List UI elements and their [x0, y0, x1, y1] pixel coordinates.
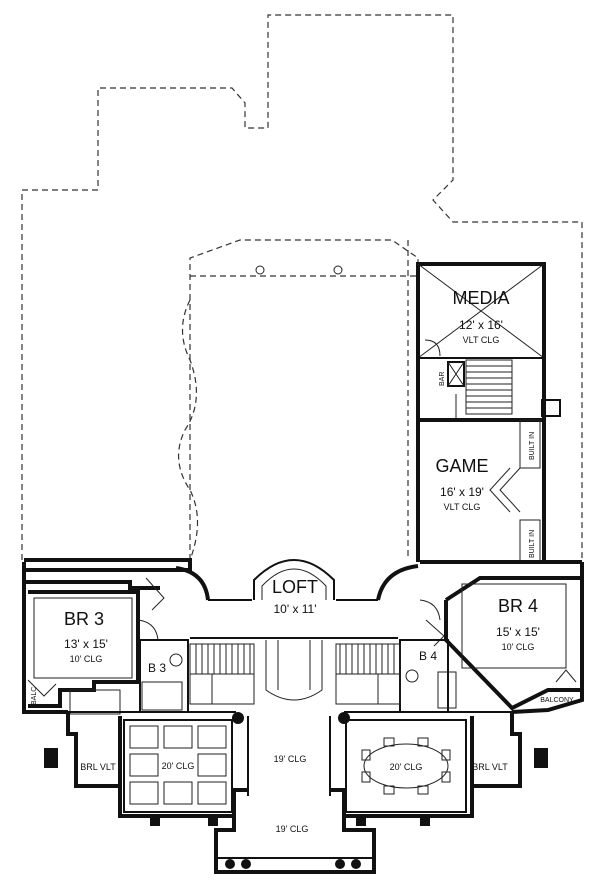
dining-below-right: 20' CLG [345, 719, 467, 813]
clg-20-right-label: 20' CLG [390, 762, 423, 772]
br4-ceiling: 10' CLG [502, 642, 535, 652]
main-stair-right [335, 643, 401, 705]
game-room-name: GAME [435, 456, 488, 476]
media-room-ceiling: VLT CLG [463, 335, 500, 345]
brl-vlt-right-label: BRL VLT [472, 762, 508, 772]
coffered-ceiling-left: 20' CLG [123, 719, 233, 813]
loft-size: 10' x 11' [273, 602, 316, 616]
open-to-below-outline [21, 14, 583, 562]
main-stair-left [189, 643, 255, 705]
br4-name: BR 4 [498, 596, 538, 616]
brl-vlt-left-label: BRL VLT [80, 762, 116, 772]
bath-4: B 4 [399, 639, 457, 713]
loft: LOFT 10' x 11' [253, 559, 335, 701]
clg-19-center-label: 19' CLG [274, 754, 307, 764]
b4-label: B 4 [419, 649, 437, 663]
media-room-name: MEDIA [452, 288, 509, 308]
built-in-label-1: BUILT IN [529, 432, 536, 460]
clg-20-left-label: 20' CLG [162, 761, 195, 771]
game-room-ceiling: VLT CLG [444, 502, 481, 512]
balc-label: BALC [31, 687, 38, 705]
center-hall: 19' CLG [247, 716, 331, 796]
game-room-size: 16' x 19' [440, 485, 484, 499]
upper-floor-walls [22, 558, 584, 714]
media-room-size: 12' x 16' [459, 318, 503, 332]
br3-name: BR 3 [64, 609, 104, 629]
game-room: BUILT IN BUILT IN GAME 16' x 19' VLT CLG [416, 419, 546, 563]
br4-size: 15' x 15' [496, 625, 540, 639]
bath-3: B 3 [139, 639, 189, 713]
entry-portico: 19' CLG [150, 816, 430, 874]
clg-19-bottom-label: 19' CLG [276, 824, 309, 834]
bedroom-4: BR 4 15' x 15' 10' CLG BALCONY [419, 576, 584, 711]
b3-label: B 3 [148, 661, 166, 675]
loft-name: LOFT [272, 577, 318, 597]
br3-ceiling: 10' CLG [70, 654, 103, 664]
built-in-label-2: BUILT IN [529, 530, 536, 558]
lower-section: BRL VLT BRL VLT [44, 711, 548, 818]
balcony-label: BALCONY [540, 697, 574, 704]
media-room: MEDIA 12' x 16' VLT CLG BAR [416, 262, 561, 422]
bar-label: BAR [439, 372, 446, 386]
bedroom-3: BR 3 13' x 15' 10' CLG BALC [27, 577, 165, 715]
br3-size: 13' x 15' [64, 637, 108, 651]
media-stairs [455, 359, 513, 418]
